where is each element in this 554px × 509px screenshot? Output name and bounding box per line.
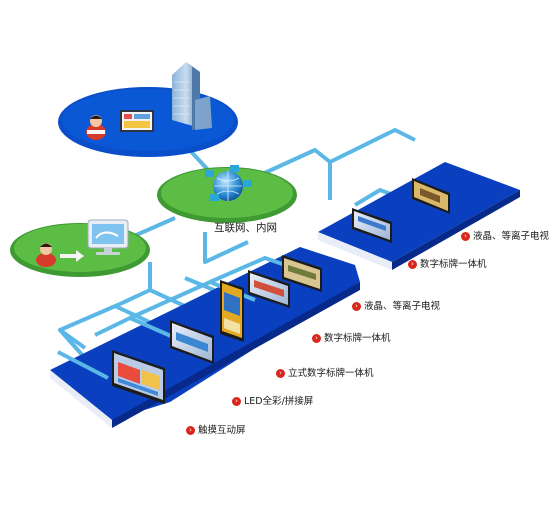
left-legend-touch: ›触摸互动屏 <box>186 425 246 437</box>
left-signage-kiosk <box>170 320 214 364</box>
left-lcd-tv-a <box>282 255 322 292</box>
client-computer-icon <box>87 219 129 255</box>
right-legend-lcd: ›液晶、等离子电视 <box>461 231 549 243</box>
network-label: 互联网、内网 <box>214 222 277 234</box>
server-monitor-icon <box>120 110 154 132</box>
left-lcd-tv-b <box>248 270 290 308</box>
arrow-icon <box>60 250 84 262</box>
right-legend-signage: ›数字标牌一体机 <box>408 259 487 271</box>
bullet-icon: › <box>186 426 195 435</box>
left-standing-signage <box>220 280 244 342</box>
bullet-icon: › <box>461 232 470 241</box>
internet-hub <box>157 165 297 223</box>
legend-label: 触摸互动屏 <box>198 425 246 436</box>
right-lcd-tv <box>412 178 450 214</box>
legend-label: 液晶、等离子电视 <box>364 301 441 312</box>
bullet-icon: › <box>352 302 361 311</box>
right-platform <box>318 162 520 270</box>
left-legend-lcd: ›液晶、等离子电视 <box>352 301 440 313</box>
legend-label: 数字标牌一体机 <box>324 333 391 344</box>
bullet-icon: › <box>312 334 321 343</box>
office-building-icon <box>172 62 212 130</box>
left-devices <box>112 255 322 404</box>
right-signage <box>352 208 392 243</box>
globe-icon <box>213 171 243 201</box>
server-site <box>58 62 238 157</box>
client-operator-icon <box>36 243 56 267</box>
operator-icon <box>86 115 106 140</box>
bullet-icon: › <box>232 397 241 406</box>
legend-label: 液晶、等离子电视 <box>473 231 550 242</box>
legend-label: 立式数字标牌一体机 <box>288 368 374 379</box>
right-devices <box>352 178 450 243</box>
left-legend-standing: ›立式数字标牌一体机 <box>276 368 374 380</box>
legend-label: LED全彩/拼接屏 <box>244 396 314 407</box>
left-legend-signage: ›数字标牌一体机 <box>312 333 391 345</box>
legend-label: 数字标牌一体机 <box>420 259 487 270</box>
network-computers-icon <box>205 165 252 201</box>
bullet-icon: › <box>408 260 417 269</box>
left-legend-led: ›LED全彩/拼接屏 <box>232 396 313 408</box>
left-led-wall <box>112 350 165 404</box>
bullet-icon: › <box>276 369 285 378</box>
client-site <box>10 219 150 277</box>
